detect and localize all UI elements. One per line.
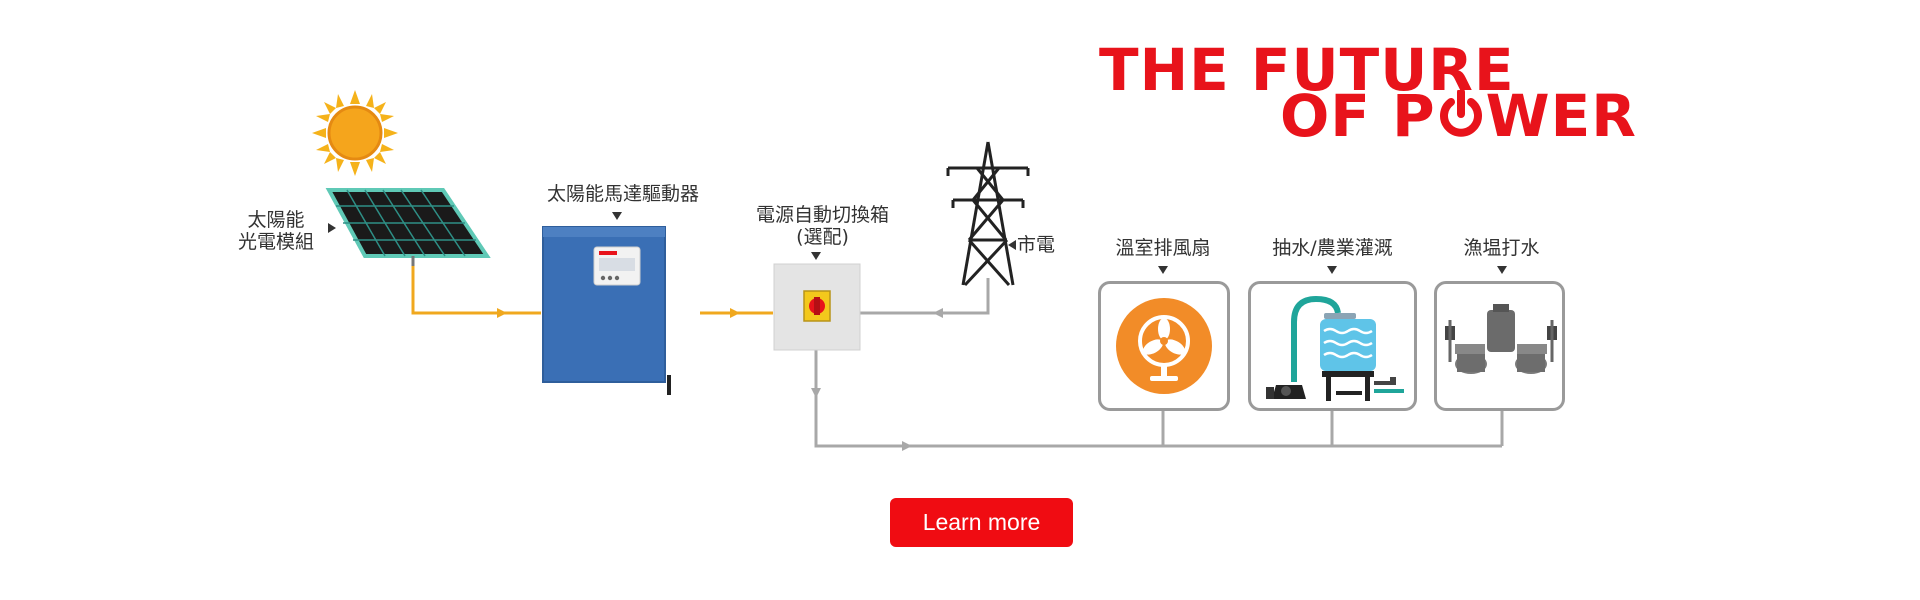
solar-module-label-line2: 光電模組 bbox=[237, 231, 314, 253]
greenhouse-fan-pointer bbox=[1158, 266, 1168, 274]
switch-box-label: 電源自動切換箱 (選配) bbox=[740, 204, 905, 248]
switch-box-label-line1: 電源自動切換箱 bbox=[755, 204, 889, 226]
switch-box-unit bbox=[773, 263, 861, 351]
switch-box-label-line2: (選配) bbox=[796, 226, 849, 248]
motor-driver-pointer bbox=[612, 212, 622, 220]
solar-panel-icon bbox=[325, 188, 491, 266]
irrigation-pointer bbox=[1327, 266, 1337, 274]
city-power-label: 市電 bbox=[1017, 234, 1056, 256]
city-power-pointer bbox=[1008, 240, 1016, 250]
tower-to-switch-line bbox=[860, 278, 990, 315]
sun-icon bbox=[312, 90, 398, 176]
aerator-icon bbox=[1445, 304, 1557, 374]
water-pump-icon bbox=[1266, 295, 1404, 401]
fish-pond-label: 漁塭打水 bbox=[1463, 237, 1540, 259]
switch-box-pointer bbox=[811, 252, 821, 260]
fish-pond-pointer bbox=[1497, 266, 1507, 274]
motor-driver-label: 太陽能馬達驅動器 bbox=[546, 183, 699, 205]
power-tower-icon bbox=[946, 141, 1030, 287]
solar-module-label-line1: 太陽能 bbox=[247, 209, 305, 231]
headline-line2-part1: OF P bbox=[1280, 82, 1436, 150]
solar-module-label: 太陽能 光電模組 bbox=[236, 209, 316, 253]
headline-line2: OF P WER bbox=[1280, 87, 1637, 145]
switch-down-arrow bbox=[811, 388, 821, 398]
greenhouse-fan-label: 溫室排風扇 bbox=[1115, 237, 1211, 259]
switch-to-loads-line bbox=[814, 348, 1502, 448]
power-button-icon bbox=[1436, 88, 1486, 137]
driver-line-arrow bbox=[730, 308, 740, 318]
solar-line-arrow bbox=[497, 308, 507, 318]
headline-line1: THE FUTURE bbox=[1099, 36, 1515, 104]
greenhouse-fan-box bbox=[1098, 281, 1230, 411]
fan-icon bbox=[1116, 298, 1212, 394]
bus-arrow bbox=[902, 441, 912, 451]
irrigation-box bbox=[1248, 281, 1417, 411]
headline-line2-part2: WER bbox=[1485, 82, 1637, 150]
motor-driver-unit bbox=[542, 226, 671, 395]
tower-line-arrow bbox=[933, 308, 943, 318]
learn-more-button[interactable]: Learn more bbox=[890, 498, 1073, 547]
irrigation-label: 抽水/農業灌溉 bbox=[1272, 237, 1393, 259]
solar-module-pointer bbox=[328, 223, 336, 233]
fish-pond-box bbox=[1434, 281, 1565, 411]
